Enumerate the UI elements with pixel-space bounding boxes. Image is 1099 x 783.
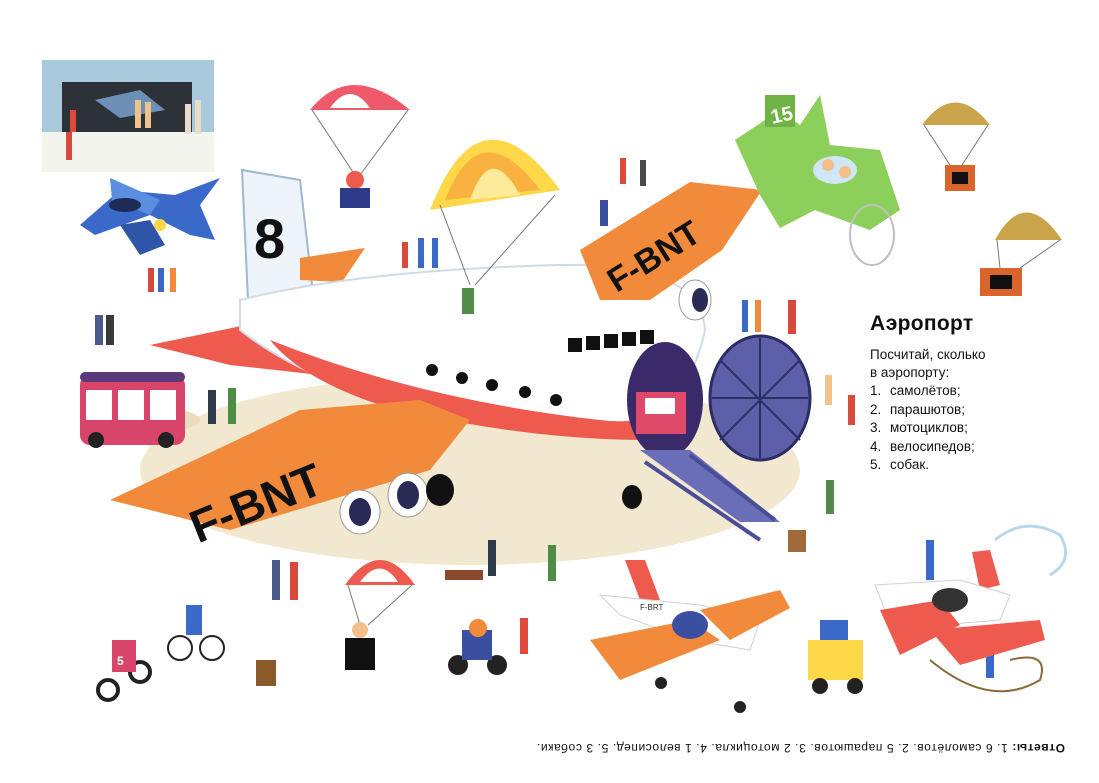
- dog-2: [445, 570, 483, 580]
- list-item: 4.велосипедов;: [870, 438, 975, 454]
- parachute-5: [980, 212, 1062, 296]
- answers-text: 1. 6 самолётов. 2. 5 парашютов. 3. 2 мот…: [536, 741, 1008, 755]
- parachute-4: [922, 102, 990, 191]
- parachute-3: [345, 560, 415, 670]
- dog-1: [256, 660, 276, 686]
- list-item: 1.самолётов;: [870, 383, 961, 398]
- bicycle: [167, 605, 225, 661]
- parachute-1: [310, 85, 410, 208]
- answers-label: Ответы:: [1011, 741, 1065, 755]
- blue-jet: [80, 178, 220, 255]
- quiz-text: Аэропорт Посчитай, сколько в аэропорту: …: [870, 312, 1090, 475]
- bus: [80, 372, 185, 448]
- small-plane-2: [874, 550, 1045, 665]
- tail-number: 8: [254, 207, 285, 270]
- list-item: 3.мотоциклов;: [870, 420, 968, 435]
- green-plane: 15: [735, 95, 900, 266]
- count-list: 1.самолётов; 2.парашютов; 3.мотоциклов; …: [870, 382, 1090, 475]
- people: [95, 158, 994, 678]
- parachute-2: [430, 139, 560, 314]
- moto-number: 5: [117, 654, 124, 668]
- cloud-outline: [994, 524, 1068, 577]
- intro-line-1: Посчитай, сколько: [870, 347, 986, 362]
- intro-line-2: в аэропорту:: [870, 365, 950, 380]
- small-plane-registration: F-BRT: [640, 603, 664, 612]
- hangar: [42, 60, 214, 172]
- tractor: [808, 620, 863, 694]
- motorcycle-2: [448, 619, 507, 675]
- list-item: 2.парашютов;: [870, 401, 965, 417]
- motorcycle-1: 5: [96, 640, 152, 702]
- green-plane-number: 15: [769, 103, 795, 129]
- page-title: Аэропорт: [870, 312, 974, 335]
- dog-3: [788, 530, 806, 552]
- hose: [929, 656, 1043, 693]
- answers-line: Ответы: 1. 6 самолётов. 2. 5 парашютов. …: [536, 735, 1065, 755]
- small-plane-1: F-BRT: [590, 560, 790, 713]
- list-item: 5.собак.: [870, 457, 929, 472]
